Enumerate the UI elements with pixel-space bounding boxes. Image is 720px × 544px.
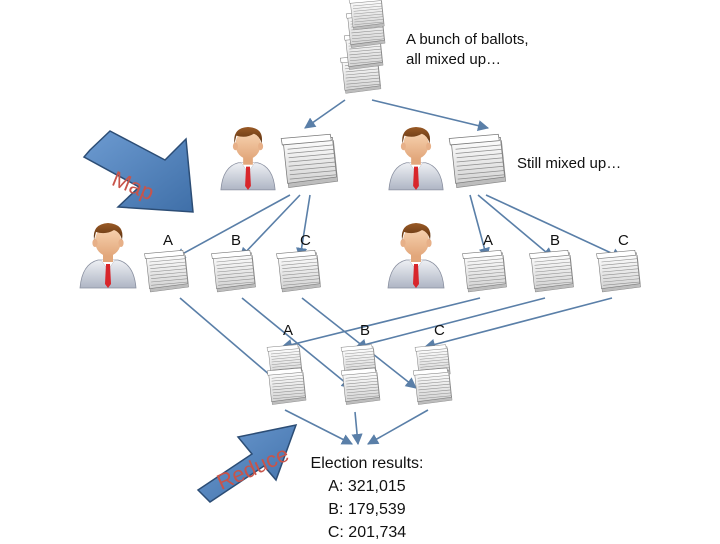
connector-reduce-c	[367, 409, 429, 445]
connector-mapper2-a	[469, 194, 490, 260]
businessman-icon	[220, 126, 276, 191]
connector-reduce-a	[284, 409, 353, 445]
reducer-letter-a: A	[283, 322, 294, 339]
input-ballot-pile	[339, 0, 386, 94]
input-annotation: A bunch of ballots, all mixed up…	[406, 30, 529, 70]
reducer-letter-b: B	[360, 322, 371, 339]
input-annotation-line1: A bunch of ballots,	[406, 31, 529, 48]
mapper1-letter-c: C	[300, 232, 311, 249]
connector-mapper1-a	[174, 194, 291, 259]
paper-stack-icon	[211, 249, 257, 293]
reducer-piles	[266, 344, 453, 405]
mapper2-letter-c: C	[618, 232, 629, 249]
paper-stack-icon	[448, 133, 507, 188]
reduce-phase-arrow	[196, 423, 298, 503]
connector-shuffle-2a	[280, 297, 481, 351]
mapper1-letter-a: A	[163, 232, 174, 249]
results-title: Election results:	[310, 455, 424, 472]
paper-stack-icon	[276, 249, 322, 293]
connector-mapper1-b	[239, 194, 301, 259]
mapper-1	[220, 126, 339, 191]
mapper1-letter-b: B	[231, 232, 242, 249]
connector-input-to-mapper2	[371, 99, 490, 132]
mapper-2	[388, 126, 507, 191]
reducer-letter-c: C	[434, 322, 445, 339]
input-annotation-line2: all mixed up…	[406, 51, 502, 68]
mapper2-letter-b: B	[550, 232, 561, 249]
paper-stack-icon	[340, 367, 381, 405]
paper-stack-icon	[266, 367, 307, 405]
connector-lines	[174, 99, 624, 446]
paper-stack-icon	[529, 249, 575, 293]
connector-shuffle-2b	[354, 297, 546, 350]
mapper2-letter-a: A	[483, 232, 494, 249]
election-results: Election results: A: 321,015 B: 179,539 …	[302, 452, 432, 544]
paper-stack-icon	[280, 133, 339, 188]
connector-mapper2-c	[485, 194, 624, 259]
businessman-icon	[387, 222, 445, 289]
results-line-a: A: 321,015	[328, 478, 406, 495]
mapped-annotation: Still mixed up…	[517, 155, 622, 172]
connector-input-to-mapper1	[304, 99, 346, 129]
paper-stack-icon	[412, 367, 453, 405]
results-line-c: C: 201,734	[327, 524, 407, 541]
paper-stack-icon	[144, 249, 190, 293]
results-line-b: B: 179,539	[328, 501, 406, 518]
connector-mapper1-c	[296, 194, 311, 260]
paper-stack-icon	[596, 249, 642, 293]
connector-shuffle-2c	[423, 297, 613, 350]
paper-stack-icon	[462, 249, 508, 293]
businessman-icon	[388, 126, 444, 191]
connector-reduce-b	[351, 411, 363, 446]
connector-mapper2-b	[477, 194, 554, 259]
businessman-icon	[79, 222, 137, 289]
map-phase-arrow	[82, 130, 194, 213]
